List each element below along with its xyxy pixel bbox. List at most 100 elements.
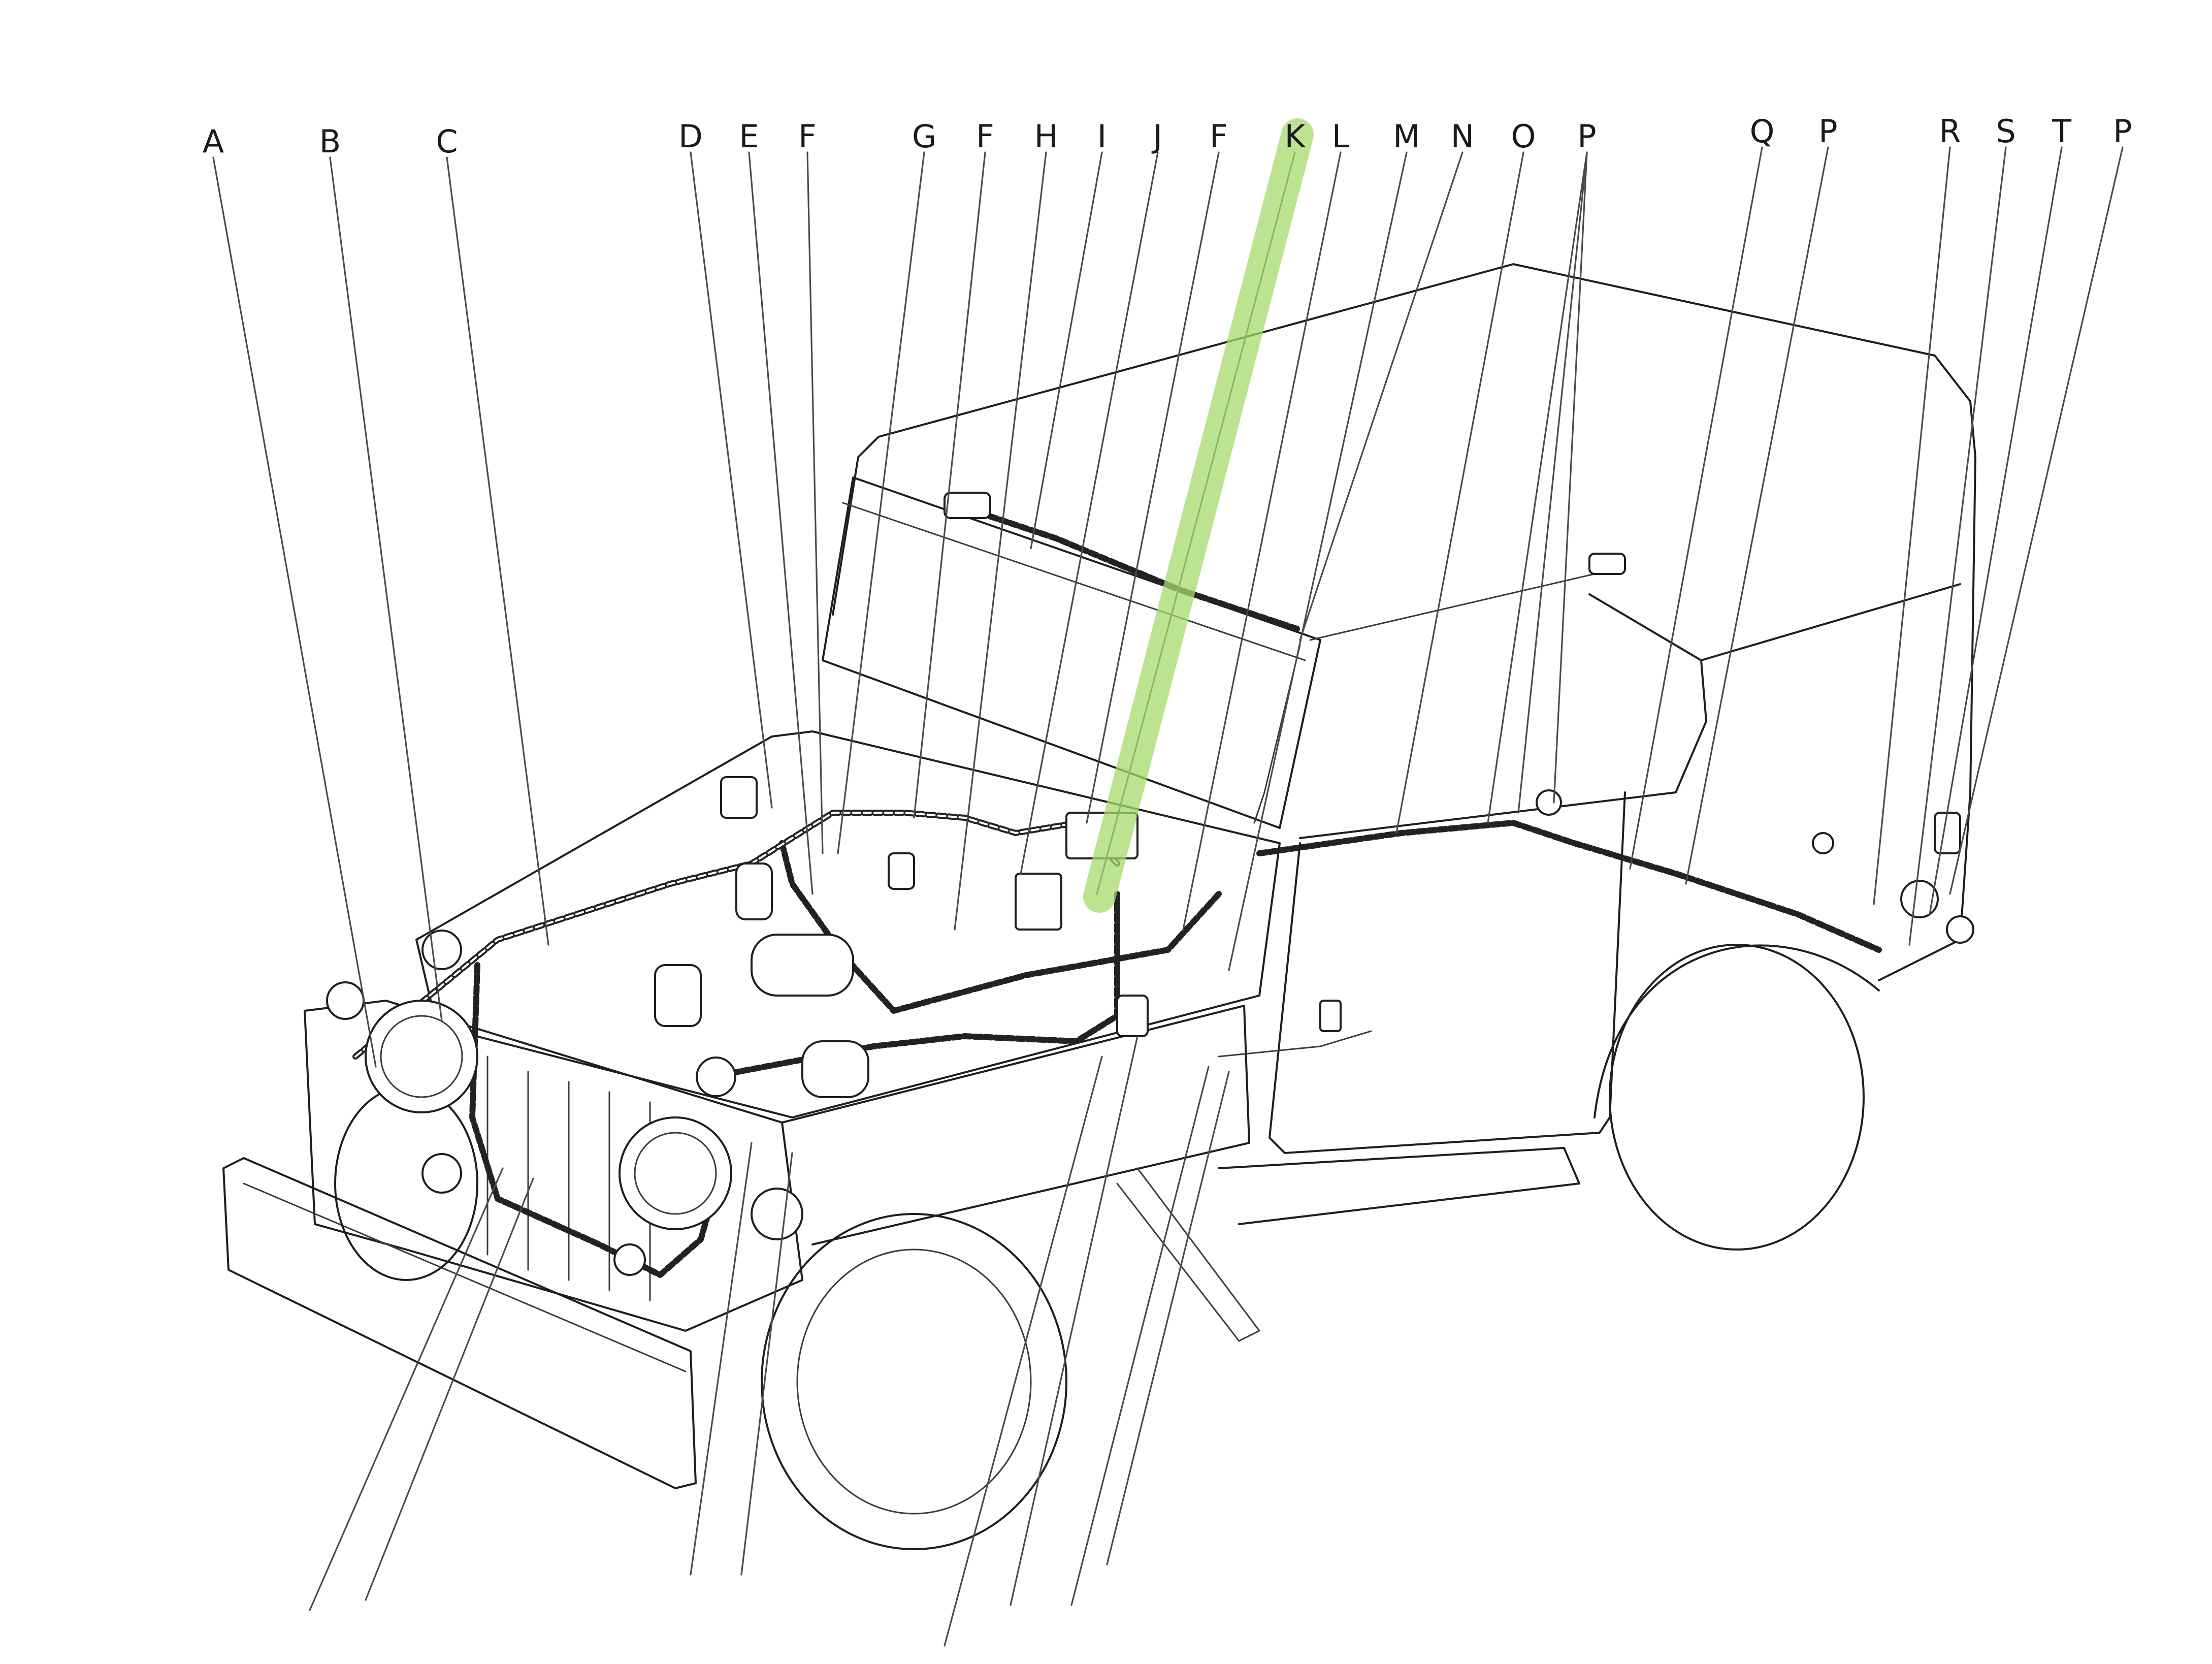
switch-block xyxy=(1319,1000,1342,1032)
fuel-pump xyxy=(1116,995,1149,1037)
label-D: D xyxy=(678,118,703,155)
leader-O xyxy=(1395,151,1524,834)
wiper-motor xyxy=(944,492,991,519)
leader-T xyxy=(1929,146,2063,915)
rear-bulb xyxy=(1946,915,1974,944)
leader-M xyxy=(1228,151,1408,971)
leader-F3 xyxy=(1086,151,1220,824)
leader-S xyxy=(1908,146,2007,946)
leader-lower-1 xyxy=(309,1167,504,1611)
label-B: B xyxy=(319,123,341,160)
label-O: O xyxy=(1511,118,1536,155)
front-bumper xyxy=(222,1157,697,1489)
dome-lamp xyxy=(1588,553,1626,575)
dash-wire xyxy=(1218,1030,1372,1058)
right-headlamp xyxy=(619,1116,732,1230)
distributor xyxy=(654,964,702,1027)
leader-D xyxy=(690,151,773,809)
windshield-inner xyxy=(842,502,1306,661)
label-R: R xyxy=(1939,113,1961,150)
leader-P3 xyxy=(1949,146,2124,895)
left-parking-lamp xyxy=(326,981,365,1020)
label-H: H xyxy=(1034,118,1058,155)
voltage-regulator xyxy=(1015,873,1062,931)
leader-F2 xyxy=(913,151,986,819)
generator xyxy=(801,1040,869,1098)
roof-rail-wire xyxy=(1309,563,1616,641)
label-F1: F xyxy=(798,118,817,155)
front-marker-lamp xyxy=(421,930,462,970)
label-P3: P xyxy=(2113,113,2132,150)
rear-body xyxy=(1700,583,1961,661)
door-switch xyxy=(1812,832,1834,854)
grille-slats xyxy=(486,1055,651,1301)
temp-sender xyxy=(888,852,915,890)
label-Q: Q xyxy=(1750,113,1775,150)
left-headlamp xyxy=(365,1000,478,1113)
leader-F1 xyxy=(806,151,824,854)
leader-lower-2 xyxy=(365,1177,534,1601)
starter-motor xyxy=(751,934,854,997)
leader-I xyxy=(1030,151,1103,550)
right-headlamp-lens xyxy=(634,1132,717,1215)
leader-R xyxy=(1873,146,1951,905)
leader-B xyxy=(329,156,443,1022)
windshield-frame xyxy=(822,476,1321,829)
leader-lower-5 xyxy=(944,1055,1103,1647)
leader-H xyxy=(954,151,1047,931)
leader-lines xyxy=(212,146,2124,1647)
bumper-edge xyxy=(243,1182,687,1372)
leader-P1a xyxy=(1487,151,1588,824)
label-F3: F xyxy=(1210,118,1228,155)
roof-outline xyxy=(857,263,1976,981)
coil xyxy=(735,862,773,920)
label-E: E xyxy=(739,118,759,155)
callout-labels: A B C D E F G F H I J F K L M N O P Q P … xyxy=(203,113,2132,160)
highlight-K xyxy=(1083,118,1314,913)
label-K: K xyxy=(1285,118,1306,155)
leader-P1c xyxy=(1553,151,1588,804)
label-F2: F xyxy=(976,118,994,155)
label-S: S xyxy=(1996,113,2015,150)
leader-N xyxy=(1299,151,1463,641)
left-fog-lamp xyxy=(421,1153,462,1194)
label-I: I xyxy=(1097,118,1107,155)
main-harness-loop xyxy=(779,840,1222,1014)
frame-rail xyxy=(1116,1167,1261,1342)
leader-lower-8 xyxy=(1106,1071,1230,1565)
horn xyxy=(751,1188,803,1240)
label-J: J xyxy=(1151,118,1162,155)
leader-A xyxy=(212,156,377,1068)
leader-P1b xyxy=(1517,151,1588,814)
front-right-wheel-hub xyxy=(796,1249,1032,1515)
leader-lower-6 xyxy=(1010,1035,1138,1606)
label-P1: P xyxy=(1577,118,1596,155)
label-P2: P xyxy=(1818,113,1837,150)
leader-lower-3 xyxy=(690,1142,753,1576)
label-L: L xyxy=(1332,118,1350,155)
leader-Q xyxy=(1629,146,1763,870)
grille-harness xyxy=(469,962,724,1278)
roof-front-edge xyxy=(832,456,859,616)
rear-lamp xyxy=(1934,812,1961,854)
leader-L xyxy=(1182,151,1342,931)
label-G: G xyxy=(912,118,936,155)
label-T: T xyxy=(2052,113,2072,150)
rear-wheel-arch xyxy=(1593,944,1880,1118)
left-headlamp-lens xyxy=(380,1015,463,1098)
lower-lamp xyxy=(613,1243,646,1276)
wiring-harness xyxy=(352,500,1882,1278)
components xyxy=(326,492,1974,1276)
body-sill xyxy=(1218,1147,1580,1225)
side-harness xyxy=(1256,820,1882,953)
label-N: N xyxy=(1451,118,1474,155)
hood-outline xyxy=(415,730,1281,1118)
fender-line xyxy=(781,1005,1250,1245)
leader-J xyxy=(1020,151,1159,875)
leader-C xyxy=(446,156,549,946)
label-A: A xyxy=(203,123,224,160)
front-right-wheel xyxy=(761,1213,1067,1550)
main-harness-front xyxy=(352,810,1120,1060)
